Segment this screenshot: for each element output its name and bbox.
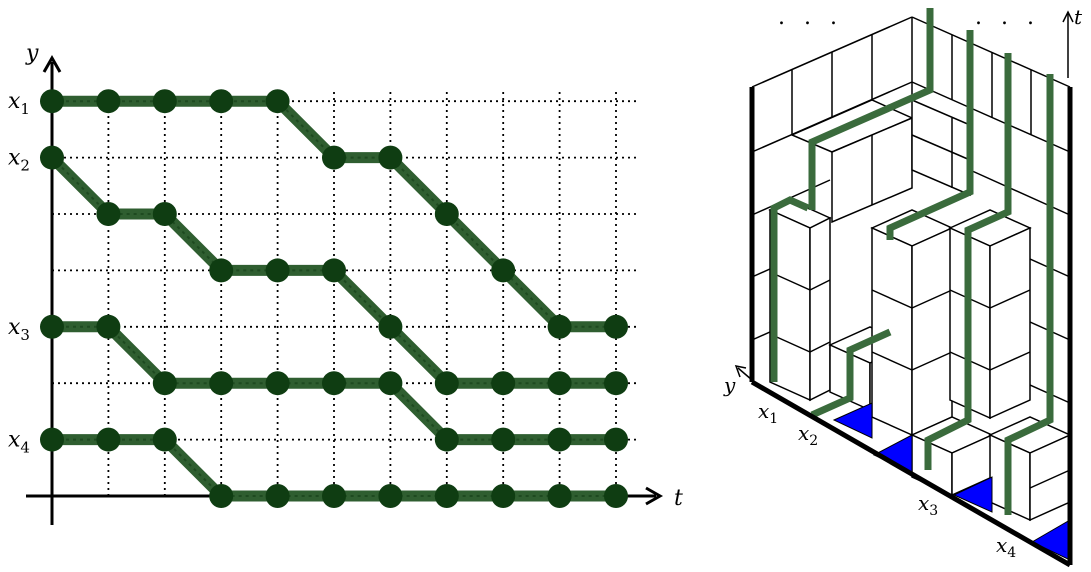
row-label-x3: x3 — [8, 315, 30, 344]
y-axis-label: y — [723, 373, 736, 397]
path-3-node — [491, 427, 516, 452]
path-2-node — [209, 258, 234, 283]
path-3-node — [547, 427, 572, 452]
blue-triangle-3 — [952, 476, 993, 513]
path-1-node — [209, 89, 234, 114]
row-label-x2: x2 — [8, 146, 30, 175]
row-label-x4: x4 — [8, 428, 30, 457]
grid-line — [809, 279, 831, 291]
path-4-node — [547, 484, 572, 508]
y-axis-arrow — [737, 367, 753, 381]
world-line-6 — [1004, 74, 1054, 515]
path-1-node — [378, 145, 403, 170]
world-line-4 — [924, 53, 1012, 470]
grid-line — [969, 169, 1071, 216]
path-2-node — [604, 371, 628, 396]
path-1-node — [40, 89, 64, 114]
cube-front — [871, 226, 913, 437]
base-label-x2: x2 — [798, 421, 818, 449]
base-label-x4: x4 — [996, 533, 1016, 561]
path-2-node — [491, 371, 516, 396]
t-axis-label: t — [674, 486, 683, 511]
t-axis-arrowhead — [1062, 10, 1074, 23]
path-3-node — [604, 427, 628, 452]
ellipsis-right: . . . — [975, 5, 1040, 30]
path-3-node — [40, 314, 64, 339]
path-1-node — [96, 89, 121, 114]
base-label-x1: x1 — [758, 399, 778, 427]
blue-triangle-1 — [832, 402, 873, 439]
path-2-node — [265, 258, 290, 283]
path-4-center — [52, 438, 616, 497]
grid-line — [989, 351, 1031, 371]
path-1-node — [604, 314, 628, 339]
path-2-node — [434, 371, 459, 396]
path-2-node — [547, 371, 572, 396]
path-3-node — [96, 314, 121, 339]
path-3-node — [265, 371, 290, 396]
cube-side — [809, 216, 831, 402]
base-labels: x1 x2 x3 x4 — [758, 399, 1016, 561]
path-4-node — [265, 484, 290, 508]
path-4-node — [209, 484, 234, 508]
t-axis-arrowhead — [645, 486, 664, 506]
grid-line — [911, 351, 953, 371]
path-4-node — [40, 427, 64, 452]
row-label-x1: x1 — [8, 89, 30, 118]
path-1-node — [491, 258, 516, 283]
path-3-node — [322, 371, 346, 396]
path-1-node — [265, 89, 290, 114]
path-3-node — [152, 371, 177, 396]
particle-nodes — [40, 89, 628, 508]
path-4-node — [491, 484, 516, 508]
world-line-1 — [770, 196, 810, 382]
path-2-node — [322, 258, 346, 283]
path-4-node — [604, 484, 628, 508]
grid-line — [1029, 469, 1071, 489]
path-3-node — [209, 371, 234, 396]
path-4-node — [434, 484, 459, 508]
world-line-5 — [886, 30, 974, 240]
path-2-node — [96, 202, 121, 226]
path-2-node — [378, 314, 403, 339]
grid-line — [871, 289, 913, 309]
grid-line — [911, 289, 953, 309]
path-1-node — [322, 145, 346, 170]
grid-line — [989, 289, 1031, 309]
left-panel-diagram: y t x1 x2 x3 x4 — [8, 41, 683, 525]
y-axis-label: y — [25, 41, 39, 66]
path-4-node — [378, 484, 403, 508]
path-1-node — [547, 314, 572, 339]
y-axis-arrowhead — [734, 365, 747, 378]
box-outer-edges — [749, 87, 1073, 568]
world-line-3 — [808, 8, 934, 210]
cube-side — [911, 226, 953, 437]
path-2-node — [40, 145, 64, 170]
top-right-edge — [911, 16, 1071, 88]
particle-world-lines — [770, 8, 1054, 515]
path-3-node — [378, 371, 403, 396]
grid-line — [911, 81, 1071, 153]
grid-line — [809, 341, 831, 353]
grid-line — [871, 351, 913, 371]
path-2-node — [152, 202, 177, 226]
world-line-2 — [810, 328, 892, 419]
row-labels: x1 x2 x3 x4 — [8, 89, 30, 456]
base-edge — [750, 379, 1072, 568]
path-1-center — [52, 100, 616, 328]
path-4-node — [152, 427, 177, 452]
path-1-node — [434, 202, 459, 226]
path-1-node — [152, 89, 177, 114]
path-4-node — [322, 484, 346, 508]
base-label-x3: x3 — [918, 491, 938, 519]
ellipsis-left: . . . — [778, 5, 843, 30]
t-axis-label: t — [1074, 5, 1083, 29]
y-axis-arrowhead — [42, 54, 62, 73]
path-3-node — [434, 427, 459, 452]
grid-line — [911, 134, 971, 161]
right-panel-diagram: . . . . . . t — [723, 5, 1083, 568]
cube-side — [989, 226, 1031, 420]
path-4-node — [96, 427, 121, 452]
